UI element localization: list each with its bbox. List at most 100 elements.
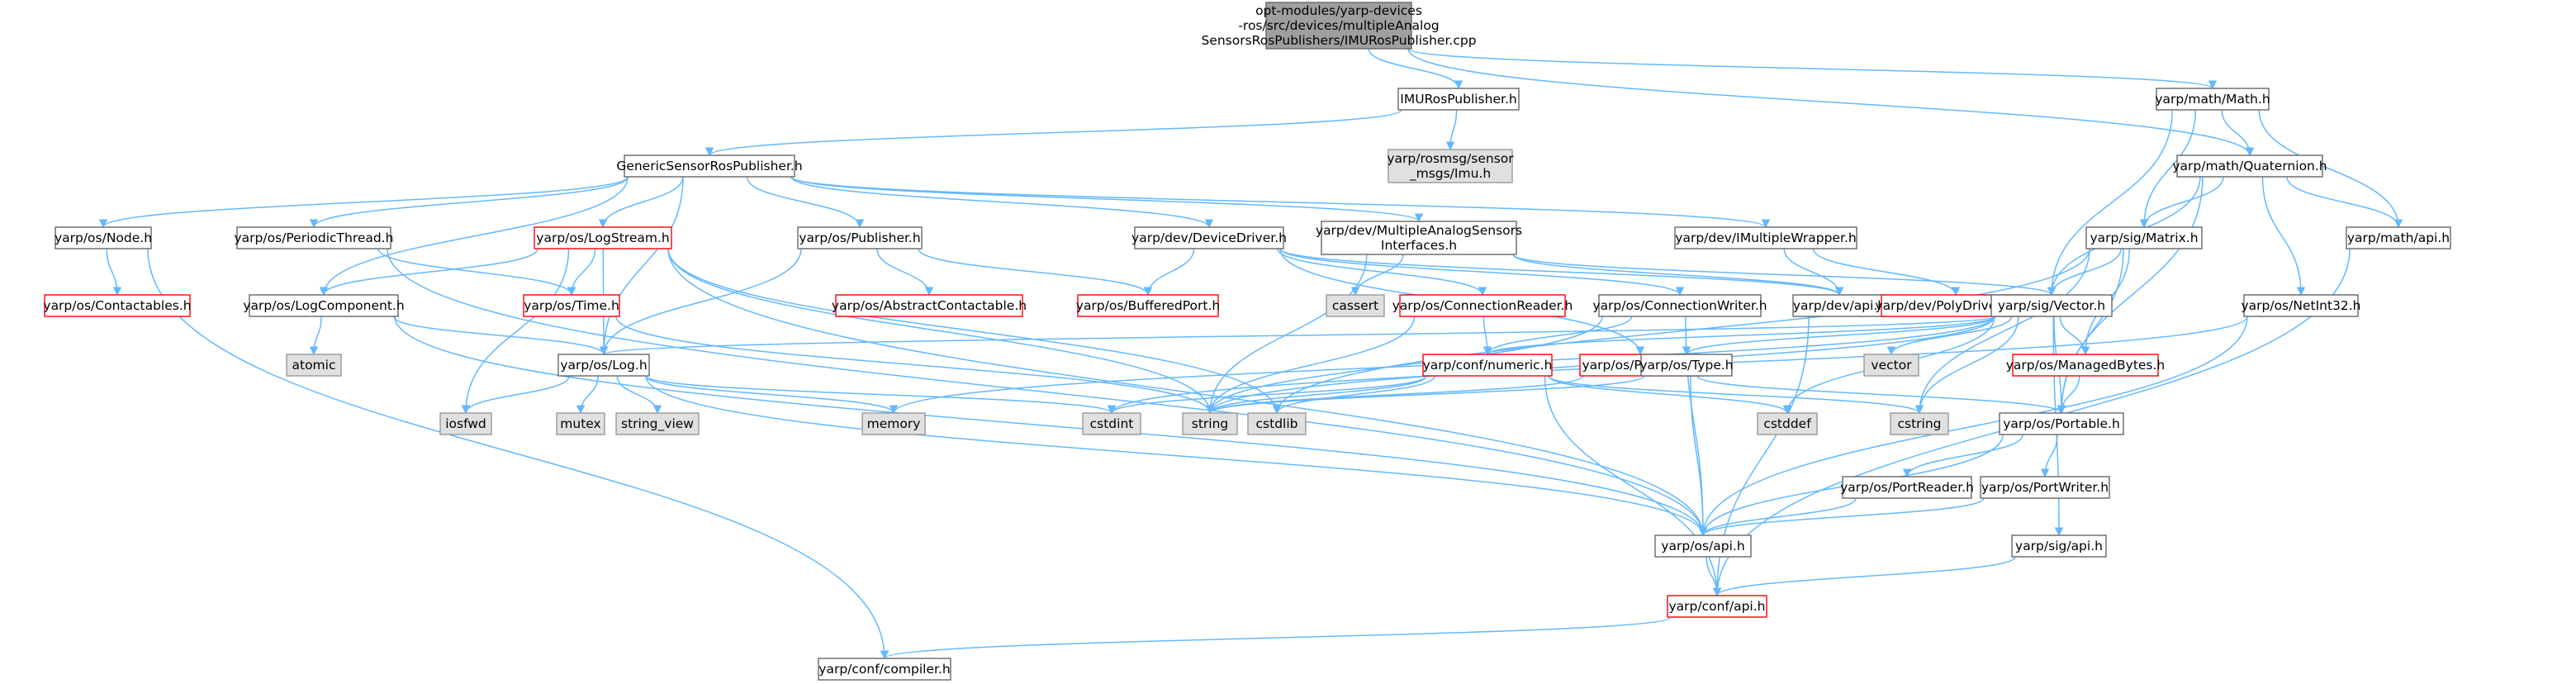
node-publisher[interactable]: yarp/os/Publisher.h — [797, 226, 923, 249]
node-portreader[interactable]: yarp/os/PortReader.h — [1840, 476, 1974, 499]
node-iosfwd: iosfwd — [439, 412, 492, 435]
node-label: cstring — [1897, 416, 1941, 431]
edge-confapi-to-confcompiler — [880, 616, 1672, 660]
node-box — [861, 412, 926, 435]
node-sigvector[interactable]: yarp/sig/Vector.h — [1990, 294, 2113, 317]
edge-sigvector-to-confnumeric — [1483, 316, 1995, 356]
edge-ostype-to-string — [1205, 375, 1645, 415]
node-portwriter[interactable]: yarp/os/PortWriter.h — [1980, 476, 2110, 499]
node-label: yarp/conf/api.h — [1668, 599, 1765, 614]
node-imurospub[interactable]: IMURosPublisher.h — [1397, 88, 1520, 111]
node-label: yarp/os/Portable.h — [2003, 416, 2120, 431]
node-box — [624, 154, 795, 178]
edge-quaternion-to-netint32 — [2261, 176, 2306, 297]
edge-generic-to-publisher — [746, 176, 865, 229]
node-connectionreader[interactable]: yarp/os/ConnectionReader.h — [1392, 294, 1573, 317]
node-label: SensorsRosPublishers/IMURosPublisher.cpp — [1201, 33, 1476, 48]
node-label: yarp/dev/DeviceDriver.h — [1131, 230, 1287, 245]
node-quaternion[interactable]: yarp/math/Quaternion.h — [2172, 154, 2327, 178]
edge-property-to-portable — [1696, 375, 2066, 415]
node-osapi[interactable]: yarp/os/api.h — [1654, 534, 1752, 558]
node-box — [1326, 294, 1385, 317]
node-box — [1182, 412, 1238, 435]
edge-imultiwrapper-to-polydriverlist — [1812, 248, 1961, 297]
node-devicedriver[interactable]: yarp/dev/DeviceDriver.h — [1131, 226, 1287, 249]
edge-oslog-to-osapi — [645, 375, 1708, 537]
edge-devicedriver-to-connectionreader — [1277, 248, 1487, 297]
node-box — [1792, 294, 1886, 317]
node-mathmath[interactable]: yarp/math/Math.h — [2155, 88, 2270, 111]
node-connectionwriter[interactable]: yarp/os/ConnectionWriter.h — [1592, 294, 1767, 317]
node-contactables[interactable]: yarp/os/Contactables.h — [43, 294, 192, 317]
node-label: yarp/os/api.h — [1661, 539, 1744, 553]
node-oslog[interactable]: yarp/os/Log.h — [557, 354, 650, 377]
node-label: yarp/os/Contactables.h — [43, 298, 191, 313]
node-confapi[interactable]: yarp/conf/api.h — [1667, 595, 1767, 618]
node-generic[interactable]: GenericSensorRosPublisher.h — [616, 154, 803, 178]
node-imultiwrapper[interactable]: yarp/dev/IMultipleWrapper.h — [1674, 226, 1857, 249]
edge-mathmath-to-mathapi — [2258, 109, 2403, 229]
node-label: yarp/os/Type.h — [1639, 358, 1733, 373]
node-box — [835, 294, 1023, 317]
edge-logstream-to-osapi — [667, 248, 1708, 537]
edge-imurospub-to-rosmsgimu — [1445, 109, 1458, 151]
edge-sigvector-to-ostype — [1682, 316, 1995, 356]
edge-logcomponent-to-osapi — [394, 316, 1708, 537]
node-cassert: cassert — [1326, 294, 1385, 317]
edge-sigvector-to-managedbytes — [2059, 316, 2090, 356]
node-sigapi[interactable]: yarp/sig/api.h — [2011, 534, 2107, 558]
node-box — [797, 226, 923, 249]
node-box — [2176, 154, 2323, 178]
edge-generic-to-logcomponent — [319, 176, 629, 297]
edge-generic-to-node — [98, 176, 629, 229]
edge-multianalog-to-sigvector — [1512, 254, 2056, 297]
node-logstream[interactable]: yarp/os/LogStream.h — [534, 226, 672, 249]
node-mathapi[interactable]: yarp/math/api.h — [2346, 226, 2451, 249]
edge-root-to-quaternion — [1407, 48, 2255, 157]
node-multianalog[interactable]: yarp/dev/MultipleAnalogSensorsInterfaces… — [1316, 221, 1522, 255]
node-label: yarp/conf/numeric.h — [1423, 358, 1553, 373]
node-sigmatrix[interactable]: yarp/sig/Matrix.h — [2085, 226, 2203, 249]
node-confcompiler[interactable]: yarp/conf/compiler.h — [818, 658, 951, 681]
node-label: vector — [1871, 358, 1912, 373]
edge-mathmath-to-quaternion — [2221, 109, 2255, 157]
node-memory: memory — [861, 412, 926, 435]
node-managedbytes[interactable]: yarp/os/ManagedBytes.h — [2006, 354, 2166, 377]
node-box — [1397, 88, 1520, 111]
edge-devicedriver-to-bufferedport — [1143, 248, 1195, 297]
edge-confnumeric-to-cstdint — [1107, 375, 1427, 415]
node-box — [1674, 226, 1857, 249]
edge-publisher-to-oslog — [599, 248, 802, 356]
node-label: mutex — [560, 416, 600, 431]
node-netint32[interactable]: yarp/os/NetInt32.h — [2241, 294, 2361, 317]
node-ostime[interactable]: yarp/os/Time.h — [523, 294, 620, 317]
node-box — [615, 412, 700, 435]
node-node[interactable]: yarp/os/Node.h — [55, 226, 152, 249]
node-box — [2243, 294, 2359, 317]
node-periodic[interactable]: yarp/os/PeriodicThread.h — [235, 226, 394, 249]
node-label: string — [1192, 416, 1229, 431]
node-logcomponent[interactable]: yarp/os/LogComponent.h — [243, 294, 405, 317]
node-label: cstdint — [1090, 416, 1134, 431]
node-string-view: string_view — [615, 412, 700, 435]
node-label: yarp/os/ConnectionReader.h — [1392, 298, 1573, 313]
node-label: yarp/os/NetInt32.h — [2241, 298, 2360, 313]
node-ostype[interactable]: yarp/os/Type.h — [1639, 354, 1734, 377]
node-root[interactable]: opt-modules/yarp-devices-ros/src/devices… — [1201, 2, 1477, 50]
node-abstractcontactable[interactable]: yarp/os/AbstractContactable.h — [832, 294, 1027, 317]
node-devapi[interactable]: yarp/dev/api.h — [1792, 294, 1886, 317]
node-label: yarp/os/Node.h — [55, 230, 152, 245]
node-portable[interactable]: yarp/os/Portable.h — [1999, 412, 2124, 435]
edge-portable-to-portreader — [1902, 434, 2023, 478]
edge-oslog-to-iosfwd — [461, 375, 570, 415]
edge-node-to-confcompiler — [147, 248, 890, 660]
node-box — [1980, 476, 2110, 499]
edge-oslog-to-string_view — [616, 375, 662, 415]
node-box — [1077, 294, 1219, 317]
node-label: yarp/math/Quaternion.h — [2172, 159, 2327, 173]
node-label: yarp/os/PeriodicThread.h — [235, 230, 394, 245]
node-confnumeric[interactable]: yarp/conf/numeric.h — [1422, 354, 1553, 377]
node-bufferedport[interactable]: yarp/os/BufferedPort.h — [1076, 294, 1220, 317]
node-label: yarp/conf/compiler.h — [818, 662, 950, 677]
node-box — [1598, 294, 1762, 317]
